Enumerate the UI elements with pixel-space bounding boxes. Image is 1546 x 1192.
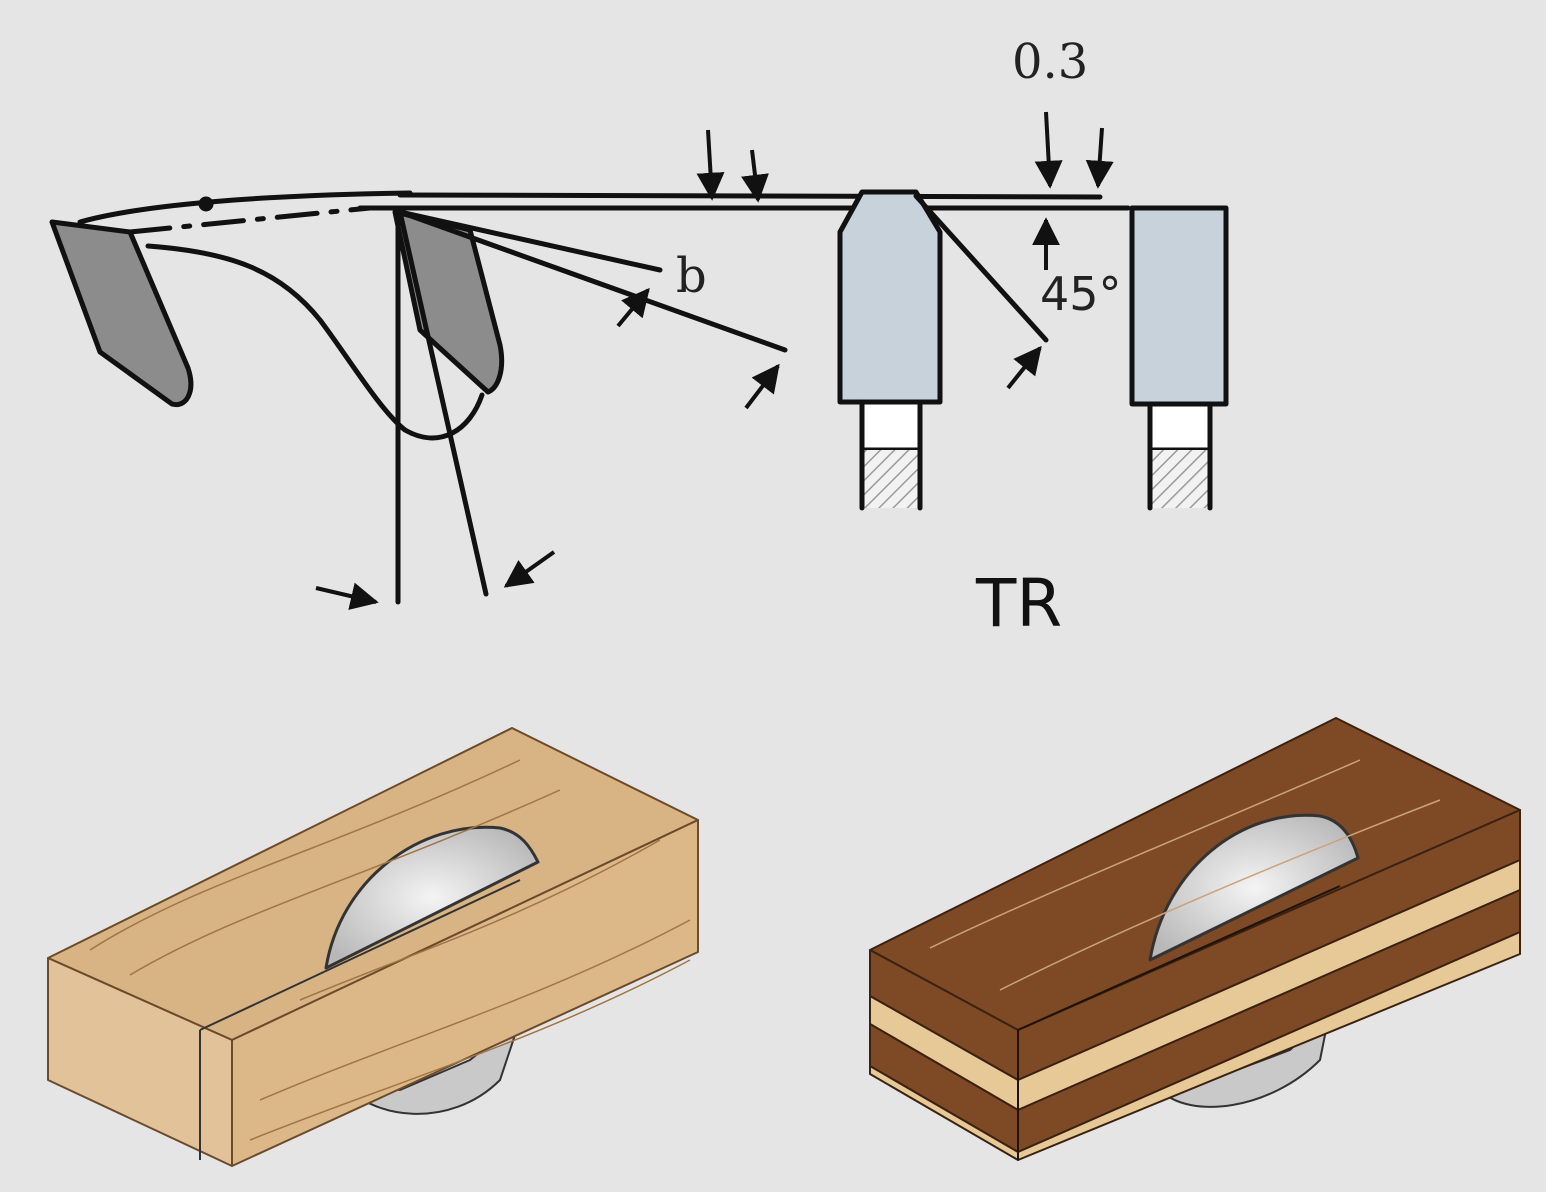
gullet-curve [145,243,485,441]
blade-upper [324,825,540,970]
chamfer-line [913,193,1049,343]
dimension-label: 0.3 [1012,34,1088,90]
arrow-icon [1006,345,1042,390]
hook-angle-line [397,209,489,597]
left-tooth [49,219,194,408]
wood-end-face [47,957,233,1167]
b-line-lower [397,209,788,353]
wood-grain [89,759,691,1141]
flat-tooth-base [1150,450,1210,508]
dimension-arrows [315,111,1114,610]
arrow-icon [616,287,650,328]
center-dot [198,196,214,212]
trapezoid-tooth [837,189,943,405]
dash-dot-line [127,205,373,235]
trapezoid-tooth-body [859,399,923,453]
flat-tooth-body [1147,401,1213,453]
tooth-geometry [49,189,1229,605]
arrow-icon [696,129,725,201]
flat-tooth [1129,205,1229,407]
b-label: b [676,248,707,304]
top-clearance-line [397,192,1103,200]
arrow-icon [741,149,769,203]
middle-tooth [392,209,505,395]
angle-label: 45° [1040,267,1122,321]
laminated-board-with-blade [869,717,1521,1161]
arrow-icon [1085,127,1114,189]
solid-wood-block-with-blade [47,727,699,1167]
laminate-grain [929,759,1441,991]
trapezoid-tooth-base [862,450,920,508]
profile-name: TR [975,565,1062,642]
arrow-icon [744,363,780,410]
arrow-icon [1034,111,1063,189]
arrow-icon [503,550,556,588]
b-line-upper [397,209,663,273]
arrow-icon [315,582,379,610]
